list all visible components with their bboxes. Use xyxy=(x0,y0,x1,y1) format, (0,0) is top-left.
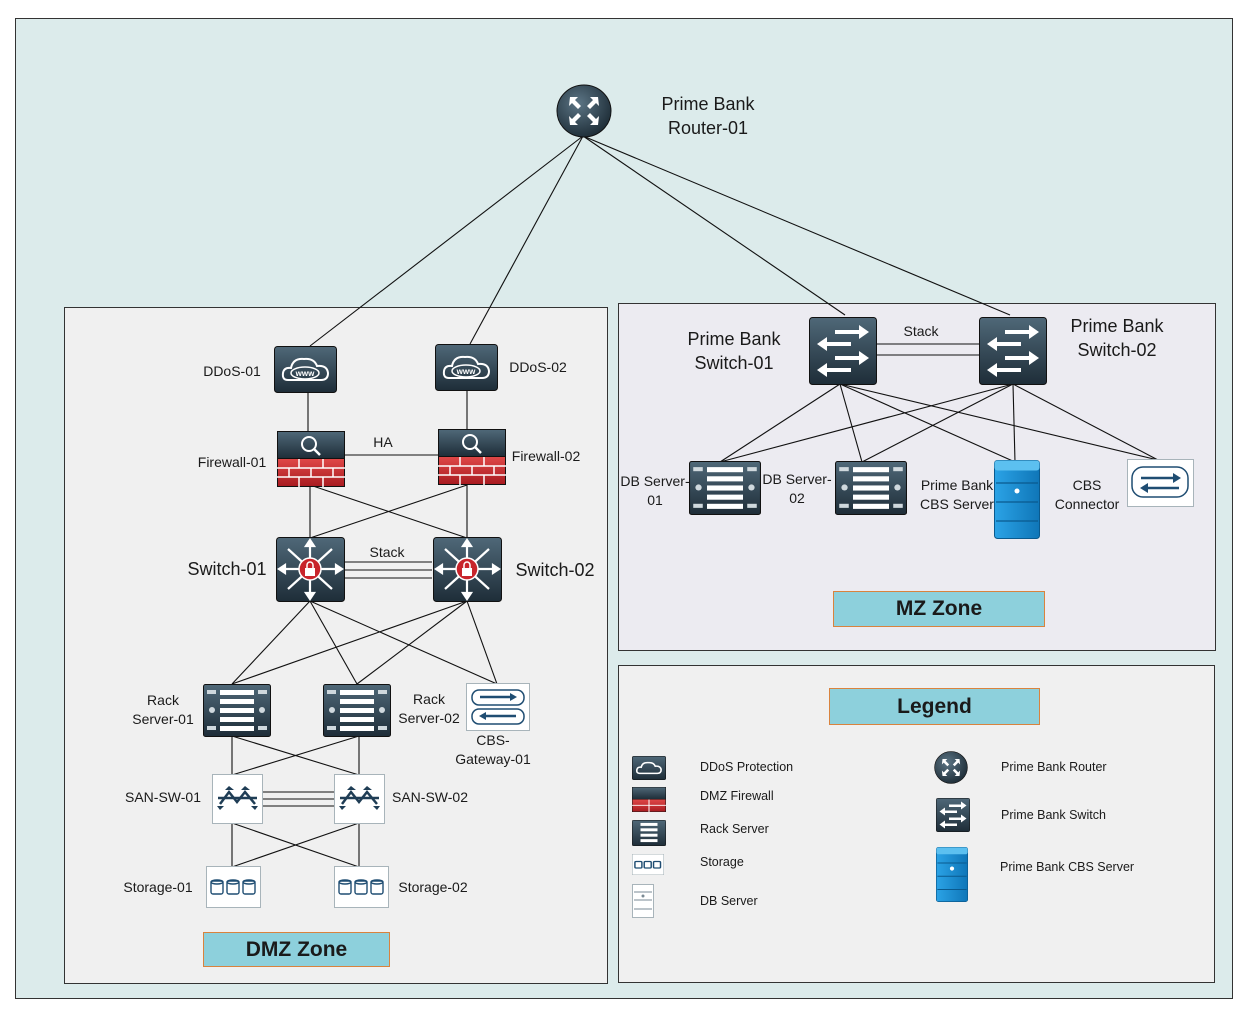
legend-item-router: Prime Bank Router xyxy=(1001,760,1107,774)
connector-icon xyxy=(1127,459,1194,507)
db-server-icon xyxy=(689,461,761,515)
ddos-icon: www xyxy=(274,346,337,393)
security-switch-icon xyxy=(276,537,345,602)
switch1-label: Switch-01 xyxy=(187,559,267,579)
firewall-icon xyxy=(632,787,666,812)
legend-item-cbs: Prime Bank CBS Server xyxy=(1000,860,1135,874)
rack-server-icon xyxy=(632,820,666,846)
legend-item-ddos: DDoS Protection xyxy=(700,760,794,774)
security-switch-icon xyxy=(433,537,502,602)
ddos1-label: DDoS-01 xyxy=(203,363,261,379)
switch-icon xyxy=(809,317,877,385)
switch-icon xyxy=(979,317,1047,385)
db-server-icon xyxy=(835,461,907,515)
san1-label: SAN-SW-01 xyxy=(125,789,201,805)
ha-label: HA xyxy=(373,434,393,450)
ddos2-label: DDoS-02 xyxy=(509,359,567,375)
legend-item-db: DB Server xyxy=(700,894,758,908)
switch-icon xyxy=(936,798,970,832)
router-icon xyxy=(556,84,612,138)
dmz-zone-label: DMZ Zone xyxy=(203,932,390,967)
storage2-label: Storage-02 xyxy=(398,879,468,895)
san-switch-icon xyxy=(212,774,263,824)
mz-zone-label: MZ Zone xyxy=(833,591,1045,627)
stack-label: Stack xyxy=(369,544,405,560)
firewall-icon xyxy=(438,429,506,485)
storage-icon xyxy=(334,866,389,908)
storage1-label: Storage-01 xyxy=(123,879,193,895)
gateway-icon xyxy=(466,683,530,731)
cbs-server-icon xyxy=(936,847,968,902)
svg-text:www: www xyxy=(295,369,315,378)
rack-server-icon xyxy=(323,684,391,737)
firewall1-label: Firewall-01 xyxy=(197,454,267,470)
switch2-label: Switch-02 xyxy=(515,560,595,580)
legend-item-firewall: DMZ Firewall xyxy=(700,789,774,803)
svg-text:www: www xyxy=(456,367,476,376)
legend-item-rack: Rack Server xyxy=(700,822,769,836)
san2-label: SAN-SW-02 xyxy=(392,789,468,805)
rack-server-icon xyxy=(203,684,271,737)
legend-item-switch: Prime Bank Switch xyxy=(1001,808,1106,822)
gateway-label: CBS-Gateway-01 xyxy=(455,732,531,767)
db-server-icon xyxy=(632,884,654,918)
san-switch-icon xyxy=(334,774,385,824)
legend-item-storage: Storage xyxy=(700,855,744,869)
ddos-icon xyxy=(632,756,666,780)
firewall2-label: Firewall-02 xyxy=(511,448,581,464)
db1-label: DB Server-01 xyxy=(620,473,690,508)
firewall-icon xyxy=(277,431,345,487)
legend-title: Legend xyxy=(829,688,1040,725)
ddos-icon: www xyxy=(435,344,498,391)
storage-icon xyxy=(632,854,664,875)
cbs-server-icon xyxy=(994,460,1040,539)
router-icon xyxy=(934,751,968,784)
db2-label: DB Server-02 xyxy=(762,471,832,506)
mz-stack-label: Stack xyxy=(903,323,939,339)
storage-icon xyxy=(206,866,261,908)
